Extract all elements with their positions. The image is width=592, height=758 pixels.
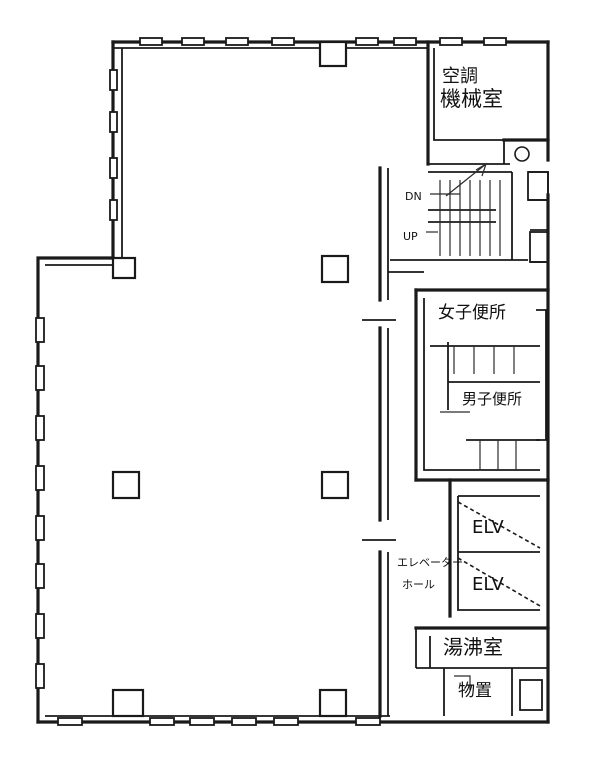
- mechanical-room-label-1: 空調: [442, 66, 478, 87]
- windows-left: [35, 317, 45, 689]
- mechanical-room-label-2: 機械室: [440, 87, 503, 111]
- column: [318, 688, 348, 718]
- mens-toilet-label: 男子便所: [462, 390, 522, 408]
- elevator-hall-label-1: エレベーター: [397, 556, 463, 569]
- toilet-block: [414, 288, 550, 482]
- elevator-1-label: ELV: [472, 517, 504, 538]
- elevator-2-label: ELV: [472, 574, 504, 595]
- windows-bottom: [57, 717, 381, 726]
- kitchenette-label: 湯沸室: [443, 635, 503, 659]
- structural-columns: [111, 40, 350, 718]
- stair-up-label: UP: [403, 230, 418, 243]
- column: [111, 470, 141, 500]
- corridor-partitions: [362, 166, 424, 718]
- windows-top: [139, 37, 507, 46]
- column: [111, 256, 137, 280]
- column: [320, 254, 350, 284]
- column: [318, 40, 348, 68]
- elevator-hall-label-2: ホール: [402, 578, 435, 591]
- storage-label: 物置: [458, 681, 492, 701]
- staircase: [390, 162, 549, 263]
- mechanical-room: [426, 40, 550, 166]
- duct-circle: [514, 146, 530, 162]
- windows-upper-left: [109, 69, 118, 221]
- womens-toilet-label: 女子便所: [438, 303, 506, 323]
- column: [111, 688, 145, 718]
- column: [320, 470, 350, 500]
- room-labels: 空調 機械室 DN UP 女子便所 男子便所 ELV ELV エレベーター ホー…: [397, 66, 522, 701]
- elevator-shafts: [448, 478, 541, 618]
- service-rooms: [414, 626, 550, 716]
- stair-down-label: DN: [405, 190, 422, 203]
